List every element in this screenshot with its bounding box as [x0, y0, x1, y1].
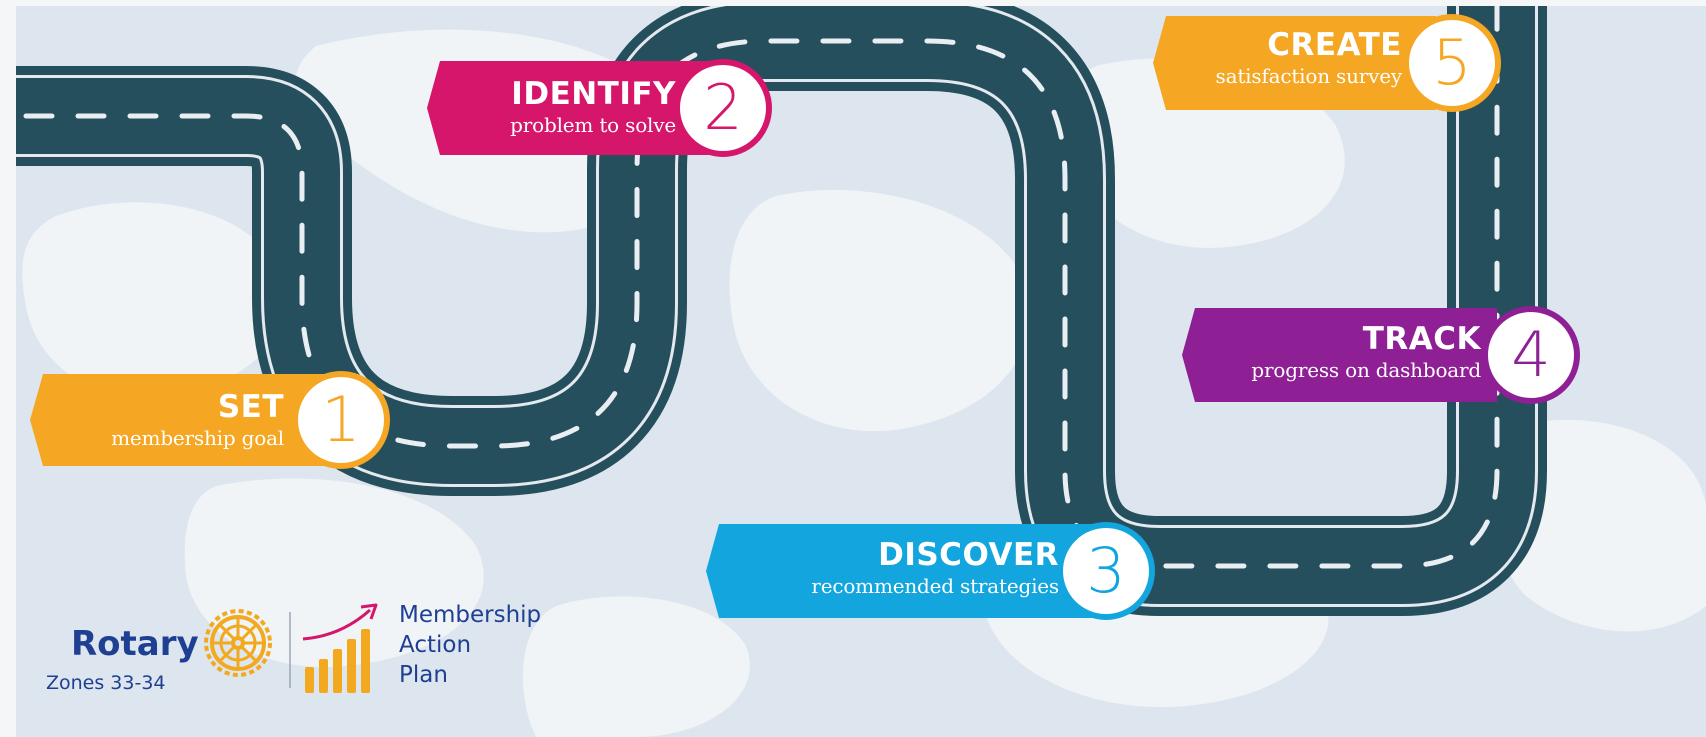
- step-1-banner: [30, 374, 346, 466]
- step-2-circle: [674, 59, 772, 157]
- world-map-background: [22, 29, 1706, 737]
- step-4-text: TRACK progress on dashboard: [1251, 321, 1481, 382]
- plan-title-line-2: Action: [399, 632, 472, 658]
- step-5-subtitle: satisfaction survey: [1215, 64, 1403, 88]
- step-3-title: DISCOVER: [878, 537, 1059, 573]
- step-1-number: 1: [321, 383, 361, 456]
- step-3-subtitle: recommended strategies: [811, 574, 1059, 598]
- plan-title-line-3: Plan: [399, 662, 448, 688]
- step-2-title: IDENTIFY: [511, 76, 676, 112]
- step-2-banner: [427, 61, 728, 155]
- zones-label: Zones 33-34: [46, 672, 166, 694]
- step-4-banner: [1182, 308, 1497, 402]
- rotary-wheel-logo: [204, 609, 272, 677]
- roadmap-frame: SET membership goal 1 IDENTIFY problem t…: [16, 6, 1706, 737]
- step-5-banner: [1153, 16, 1436, 110]
- trend-arrow-icon: [302, 603, 378, 641]
- step-4-number: 4: [1511, 318, 1551, 391]
- step-4-subtitle: progress on dashboard: [1251, 358, 1481, 382]
- bar-chart-icon: [305, 629, 370, 693]
- step-2-subtitle: problem to solve: [510, 113, 676, 137]
- step-number-circles: [292, 14, 1580, 620]
- step-3-circle: [1057, 522, 1155, 620]
- step-3-number: 3: [1086, 534, 1126, 607]
- step-banners: [30, 16, 1497, 618]
- plan-title-line-1: Membership: [399, 602, 542, 628]
- step-4-title: TRACK: [1362, 321, 1481, 357]
- step-4-circle: [1482, 306, 1580, 404]
- step-5-title: CREATE: [1267, 27, 1402, 63]
- step-2-text: IDENTIFY problem to solve: [510, 76, 676, 137]
- step-5-text: CREATE satisfaction survey: [1215, 27, 1403, 88]
- step-1-text: SET membership goal: [111, 389, 284, 450]
- step-3-banner: [706, 524, 1096, 618]
- step-5-circle: [1403, 14, 1501, 112]
- step-1-circle: [292, 371, 390, 469]
- step-1-subtitle: membership goal: [111, 426, 284, 450]
- step-5-number: 5: [1432, 26, 1472, 99]
- step-1-title: SET: [217, 389, 284, 425]
- rotary-wordmark: Rotary: [71, 624, 199, 664]
- step-2-number: 2: [703, 71, 743, 144]
- step-3-text: DISCOVER recommended strategies: [811, 537, 1059, 598]
- roadmap-illustration: [16, 6, 1706, 737]
